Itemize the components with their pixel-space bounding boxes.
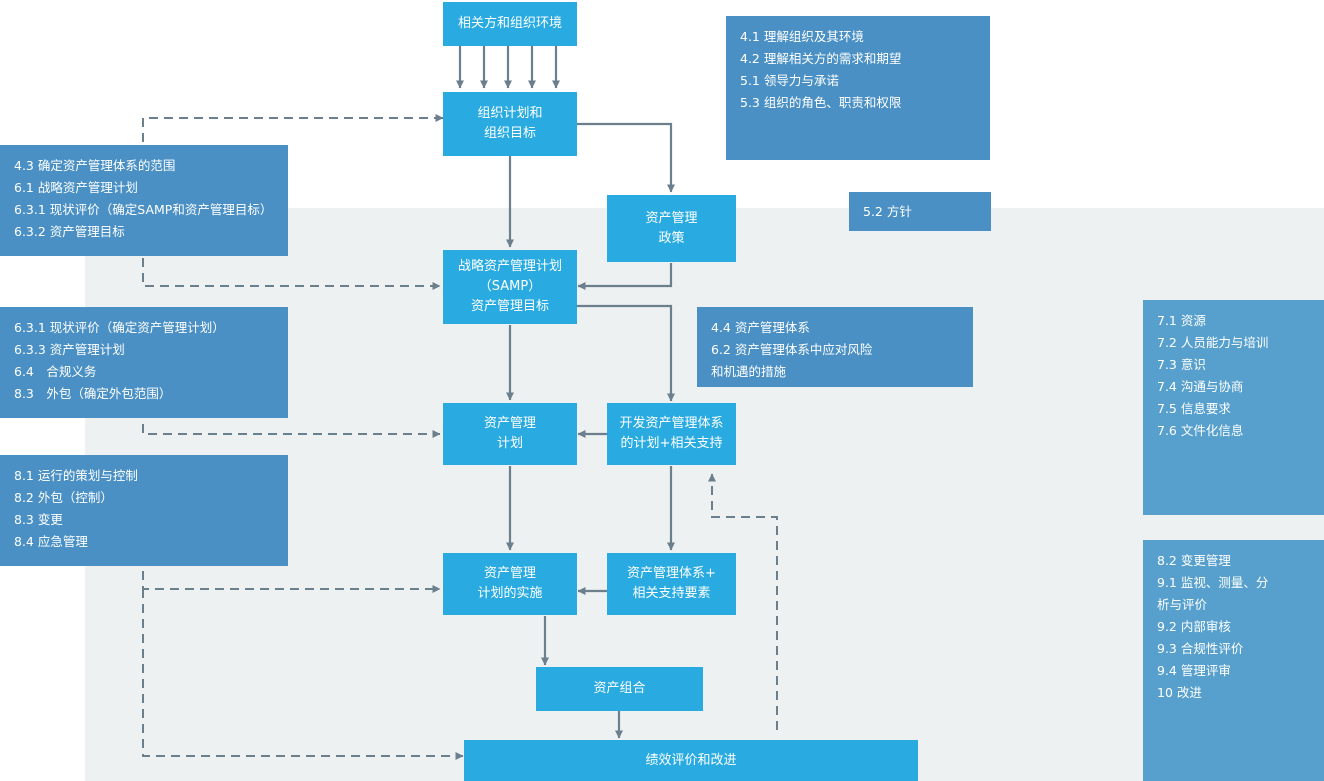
note-performance-improvement-line-3: 9.2 内部审核 bbox=[1157, 619, 1231, 634]
note-operation-control-line-2: 8.3 变更 bbox=[14, 512, 63, 527]
node-stakeholders[interactable]: 相关方和组织环境 bbox=[443, 2, 577, 46]
note-operation-control-line-1: 8.2 外包（控制） bbox=[14, 490, 113, 505]
node-org-plan[interactable]: 组织计划和 组织目标 bbox=[443, 92, 577, 156]
note-am-plan-obligations-line-0: 6.3.1 现状评价（确定资产管理计划） bbox=[14, 320, 225, 335]
note-operation-control-line-3: 8.4 应急管理 bbox=[14, 534, 88, 549]
note-policy[interactable]: 5.2 方针 bbox=[849, 192, 991, 231]
note-am-plan-obligations-line-3: 8.3 外包（确定外包范围） bbox=[14, 386, 172, 401]
node-ams-support-line-1: 相关支持要素 bbox=[632, 586, 711, 601]
node-performance-evaluation-line-0: 绩效评价和改进 bbox=[645, 752, 737, 768]
note-support-resources-line-0: 7.1 资源 bbox=[1157, 313, 1206, 328]
note-support-resources-line-1: 7.2 人员能力与培训 bbox=[1157, 335, 1269, 350]
note-performance-improvement-line-4: 9.3 合规性评价 bbox=[1157, 641, 1244, 656]
note-policy-line-0: 5.2 方针 bbox=[863, 203, 912, 219]
node-develop-ams[interactable]: 开发资产管理体系 的计划+相关支持 bbox=[607, 403, 736, 465]
node-am-policy-line-1: 政策 bbox=[658, 230, 685, 246]
node-asset-portfolio-line-0: 资产组合 bbox=[593, 681, 646, 696]
note-am-plan-obligations[interactable]: 6.3.1 现状评价（确定资产管理计划） 6.3.3 资产管理计划 6.4 合规… bbox=[0, 307, 288, 418]
note-support-resources-line-2: 7.3 意识 bbox=[1157, 357, 1206, 372]
note-support-resources[interactable]: 7.1 资源 7.2 人员能力与培训 7.3 意识 7.4 沟通与协商 7.5 … bbox=[1143, 300, 1324, 515]
note-context-leadership[interactable]: 4.1 理解组织及其环境 4.2 理解相关方的需求和期望 5.1 领导力与承诺 … bbox=[726, 16, 990, 160]
node-samp-line-2: 资产管理目标 bbox=[470, 299, 549, 314]
note-context-leadership-line-3: 5.3 组织的角色、职责和权限 bbox=[740, 95, 902, 110]
note-performance-improvement-line-5: 9.4 管理评审 bbox=[1157, 663, 1231, 678]
node-ams-support[interactable]: 资产管理体系+ 相关支持要素 bbox=[607, 553, 736, 615]
node-org-plan-line-0: 组织计划和 bbox=[477, 106, 543, 121]
node-ams-support-line-0: 资产管理体系+ bbox=[627, 566, 716, 581]
note-am-plan-obligations-line-1: 6.3.3 资产管理计划 bbox=[14, 342, 125, 357]
note-risk-opportunity-line-1: 6.2 资产管理体系中应对风险 bbox=[711, 342, 873, 357]
note-scope-samp[interactable]: 4.3 确定资产管理体系的范围 6.1 战略资产管理计划 6.3.1 现状评价（… bbox=[0, 145, 288, 256]
node-asset-portfolio[interactable]: 资产组合 bbox=[536, 667, 703, 711]
node-develop-ams-line-1: 的计划+相关支持 bbox=[620, 436, 723, 451]
note-risk-opportunity-line-2: 和机遇的措施 bbox=[711, 364, 787, 379]
note-context-leadership-line-0: 4.1 理解组织及其环境 bbox=[740, 29, 864, 44]
note-risk-opportunity[interactable]: 4.4 资产管理体系 6.2 资产管理体系中应对风险 和机遇的措施 bbox=[697, 307, 973, 387]
note-operation-control-line-0: 8.1 运行的策划与控制 bbox=[14, 468, 138, 483]
node-am-plan-implementation-line-1: 计划的实施 bbox=[477, 586, 543, 601]
node-samp-line-0: 战略资产管理计划 bbox=[457, 259, 562, 274]
node-org-plan-line-1: 组织目标 bbox=[483, 126, 536, 141]
note-support-resources-line-5: 7.6 文件化信息 bbox=[1157, 423, 1244, 438]
note-scope-samp-line-2: 6.3.1 现状评价（确定SAMP和资产管理目标） bbox=[14, 202, 273, 217]
node-am-plan-implementation[interactable]: 资产管理 计划的实施 bbox=[443, 553, 577, 615]
note-am-plan-obligations-line-2: 6.4 合规义务 bbox=[14, 364, 97, 379]
node-am-plan-line-1: 计划 bbox=[496, 436, 523, 451]
node-performance-evaluation[interactable]: 绩效评价和改进 bbox=[464, 740, 918, 781]
note-performance-improvement-line-2: 析与评价 bbox=[1157, 597, 1208, 612]
note-operation-control[interactable]: 8.1 运行的策划与控制 8.2 外包（控制） 8.3 变更 8.4 应急管理 bbox=[0, 455, 288, 566]
note-scope-samp-line-0: 4.3 确定资产管理体系的范围 bbox=[14, 158, 176, 173]
note-support-resources-line-4: 7.5 信息要求 bbox=[1157, 401, 1231, 416]
note-performance-improvement-line-1: 9.1 监视、测量、分 bbox=[1157, 575, 1269, 590]
node-develop-ams-line-0: 开发资产管理体系 bbox=[619, 416, 724, 431]
node-am-policy[interactable]: 资产管理 政策 bbox=[607, 195, 736, 262]
note-scope-samp-line-3: 6.3.2 资产管理目标 bbox=[14, 224, 125, 239]
note-context-leadership-line-2: 5.1 领导力与承诺 bbox=[740, 73, 839, 88]
note-performance-improvement[interactable]: 8.2 变更管理 9.1 监视、测量、分 析与评价 9.2 内部审核 9.3 合… bbox=[1143, 540, 1324, 781]
node-am-plan-line-0: 资产管理 bbox=[483, 416, 536, 431]
node-am-plan-implementation-line-0: 资产管理 bbox=[483, 566, 536, 581]
note-risk-opportunity-line-0: 4.4 资产管理体系 bbox=[711, 320, 810, 335]
node-stakeholders-line-0: 相关方和组织环境 bbox=[457, 16, 562, 31]
note-performance-improvement-line-6: 10 改进 bbox=[1157, 685, 1202, 700]
note-support-resources-line-3: 7.4 沟通与协商 bbox=[1157, 379, 1244, 394]
node-samp[interactable]: 战略资产管理计划 （SAMP） 资产管理目标 bbox=[443, 250, 577, 324]
note-performance-improvement-line-0: 8.2 变更管理 bbox=[1157, 553, 1231, 568]
note-context-leadership-line-1: 4.2 理解相关方的需求和期望 bbox=[740, 51, 902, 66]
node-am-plan[interactable]: 资产管理 计划 bbox=[443, 403, 577, 465]
note-scope-samp-line-1: 6.1 战略资产管理计划 bbox=[14, 180, 138, 195]
node-samp-line-1: （SAMP） bbox=[478, 279, 542, 294]
node-am-policy-line-0: 资产管理 bbox=[645, 210, 698, 226]
